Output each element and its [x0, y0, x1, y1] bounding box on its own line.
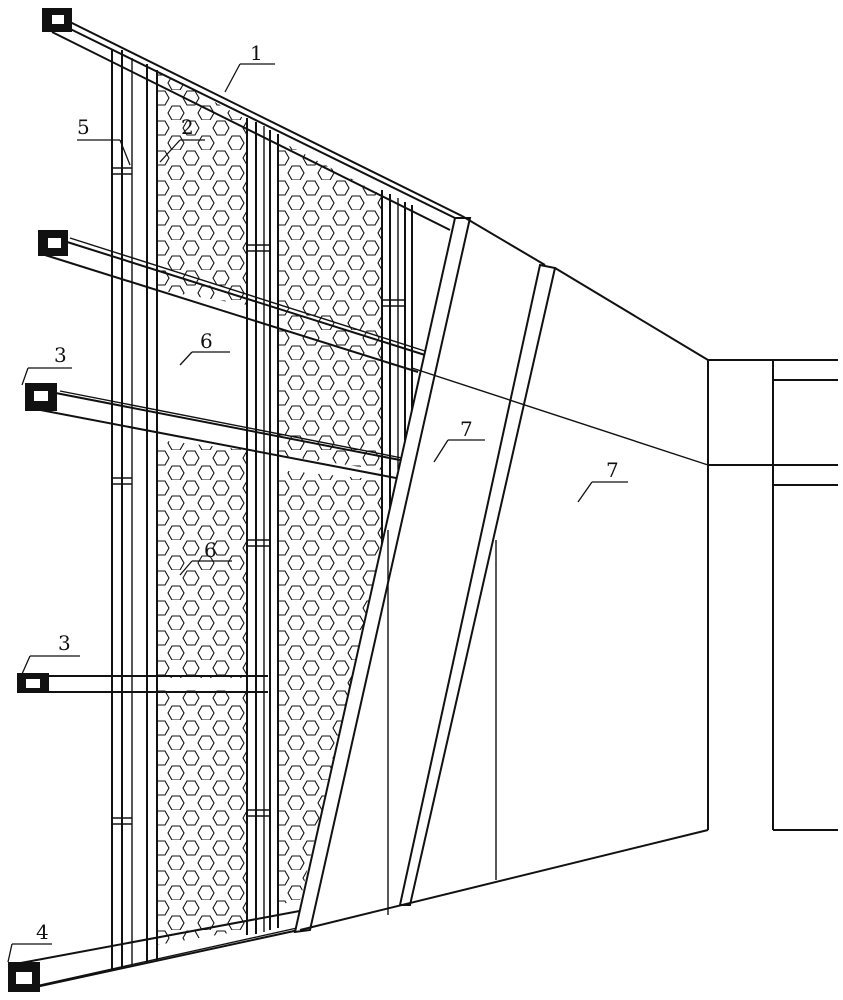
top-rail	[42, 8, 463, 231]
svg-text:3: 3	[54, 343, 67, 367]
label-facing-board-wall: 7	[577, 458, 628, 503]
label-vertical-stud: 2	[159, 115, 205, 163]
svg-text:6: 6	[204, 538, 217, 562]
label-insulation-lower: 6	[179, 538, 232, 576]
label-side-stud: 5	[77, 115, 131, 166]
insulation-panel-left	[157, 70, 247, 945]
label-facing-board-front: 7	[433, 417, 485, 463]
label-bottom-rail: 4	[7, 920, 52, 963]
svg-text:7: 7	[460, 417, 473, 441]
crossbar-top	[38, 230, 429, 373]
label-insulation-upper: 6	[179, 329, 230, 366]
label-crossbar-lower: 3	[21, 631, 80, 675]
svg-text:5: 5	[77, 115, 90, 139]
vertical-studs	[111, 50, 413, 970]
crossbar-lower	[17, 673, 268, 693]
crossbar-upper	[25, 383, 403, 479]
svg-text:2: 2	[181, 115, 194, 139]
svg-text:3: 3	[58, 631, 71, 655]
label-top-rail: 1	[224, 41, 275, 93]
svg-text:7: 7	[606, 458, 619, 482]
svg-text:1: 1	[250, 41, 263, 65]
bottom-rail	[8, 909, 309, 992]
svg-text:6: 6	[200, 329, 213, 353]
svg-text:4: 4	[36, 920, 49, 944]
facing-boards	[293, 215, 838, 934]
label-crossbar-upper: 3	[21, 343, 72, 386]
